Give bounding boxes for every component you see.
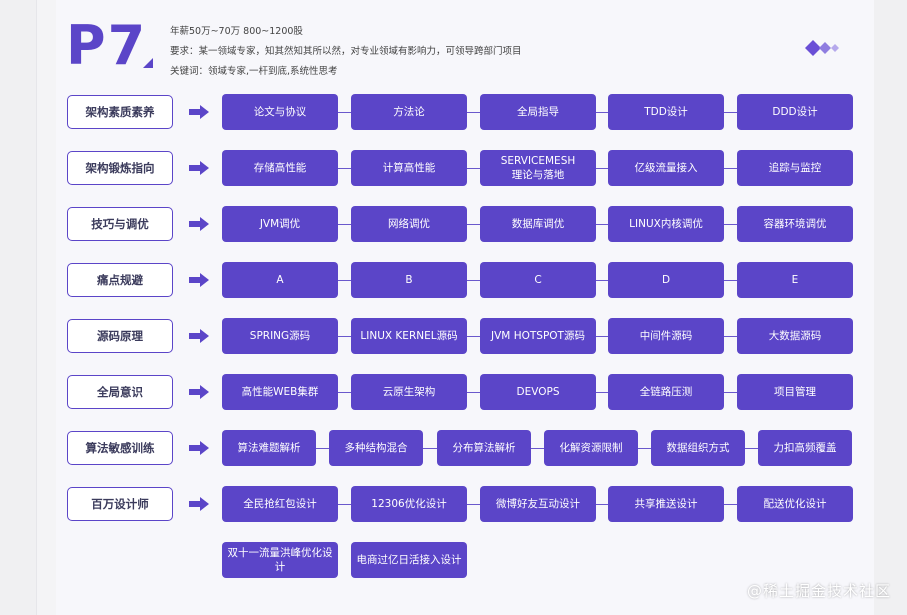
topic-box: LINUX内核调优 <box>608 206 724 242</box>
right-arrow-icon <box>189 385 209 399</box>
topic-box: 云原生架构 <box>351 374 467 410</box>
topic-box: D <box>608 262 724 298</box>
topic-box: 共享推送设计 <box>608 486 724 522</box>
topic-box: 追踪与监控 <box>737 150 853 186</box>
right-arrow-icon <box>189 105 209 119</box>
corner-arrow-icon <box>143 58 153 68</box>
topic-box: 项目管理 <box>737 374 853 410</box>
category-box: 架构素质素养 <box>67 95 173 129</box>
topic-box: 计算高性能 <box>351 150 467 186</box>
watermark: @稀土掘金技术社区 <box>746 582 891 600</box>
connector-line <box>222 448 852 449</box>
category-box: 源码原理 <box>67 319 173 353</box>
topic-box: 高性能WEB集群 <box>222 374 338 410</box>
right-arrow-icon <box>189 441 209 455</box>
topic-box: JVM HOTSPOT源码 <box>480 318 596 354</box>
category-box: 百万设计师 <box>67 487 173 521</box>
category-box: 全局意识 <box>67 375 173 409</box>
topic-box: C <box>480 262 596 298</box>
level-info: 年薪50万~70万 800~1200股 要求：某一领域专家，知其然知其所以然，对… <box>170 22 522 82</box>
right-arrow-icon <box>189 217 209 231</box>
topic-box: LINUX KERNEL源码 <box>351 318 467 354</box>
topic-box: 双十一流量洪峰优化设计 <box>222 542 338 578</box>
topic-box: 大数据源码 <box>737 318 853 354</box>
topic-box: 多种结构混合 <box>329 430 423 466</box>
topic-box: 网络调优 <box>351 206 467 242</box>
topic-box: 电商过亿日活接入设计 <box>351 542 467 578</box>
topic-box: B <box>351 262 467 298</box>
topic-box: JVM调优 <box>222 206 338 242</box>
topic-box: 力扣高频覆盖 <box>758 430 852 466</box>
level-title: P7 <box>66 14 148 77</box>
right-margin <box>870 0 907 615</box>
topic-box: 全民抢红包设计 <box>222 486 338 522</box>
topic-box: 方法论 <box>351 94 467 130</box>
right-arrow-icon <box>189 497 209 511</box>
topic-box: DEVOPS <box>480 374 596 410</box>
keywords-text: 关键词：领域专家,一杆到底,系统性思考 <box>170 66 338 77</box>
topic-box: 数据组织方式 <box>651 430 745 466</box>
diamond-decoration-icon <box>805 40 839 56</box>
topic-box: 12306优化设计 <box>351 486 467 522</box>
topic-box: E <box>737 262 853 298</box>
topic-box: 容器环境调优 <box>737 206 853 242</box>
right-arrow-icon <box>189 329 209 343</box>
left-margin <box>0 0 37 615</box>
right-arrow-icon <box>189 273 209 287</box>
topic-box: SPRING源码 <box>222 318 338 354</box>
right-arrow-icon <box>189 161 209 175</box>
topic-box: SERVICEMESH 理论与落地 <box>480 150 596 186</box>
topic-box: DDD设计 <box>737 94 853 130</box>
topic-box: A <box>222 262 338 298</box>
category-box: 痛点规避 <box>67 263 173 297</box>
topic-box: 存储高性能 <box>222 150 338 186</box>
topic-box: 中间件源码 <box>608 318 724 354</box>
topic-box: 分布算法解析 <box>437 430 531 466</box>
diagram-canvas <box>56 0 874 615</box>
topic-box: 算法难题解析 <box>222 430 316 466</box>
topic-box: TDD设计 <box>608 94 724 130</box>
topic-box: 论文与协议 <box>222 94 338 130</box>
topic-box: 全链路压测 <box>608 374 724 410</box>
requirement-text: 要求：某一领域专家，知其然知其所以然，对专业领域有影响力，可领导跨部门项目 <box>170 46 522 57</box>
topic-box: 微博好友互动设计 <box>480 486 596 522</box>
category-box: 架构锻炼指向 <box>67 151 173 185</box>
topic-box: 配送优化设计 <box>737 486 853 522</box>
category-box: 技巧与调优 <box>67 207 173 241</box>
topic-box: 全局指导 <box>480 94 596 130</box>
topic-box: 数据库调优 <box>480 206 596 242</box>
topic-box: 化解资源限制 <box>544 430 638 466</box>
category-box: 算法敏感训练 <box>67 431 173 465</box>
salary-text: 年薪50万~70万 800~1200股 <box>170 26 303 37</box>
topic-box: 亿级流量接入 <box>608 150 724 186</box>
